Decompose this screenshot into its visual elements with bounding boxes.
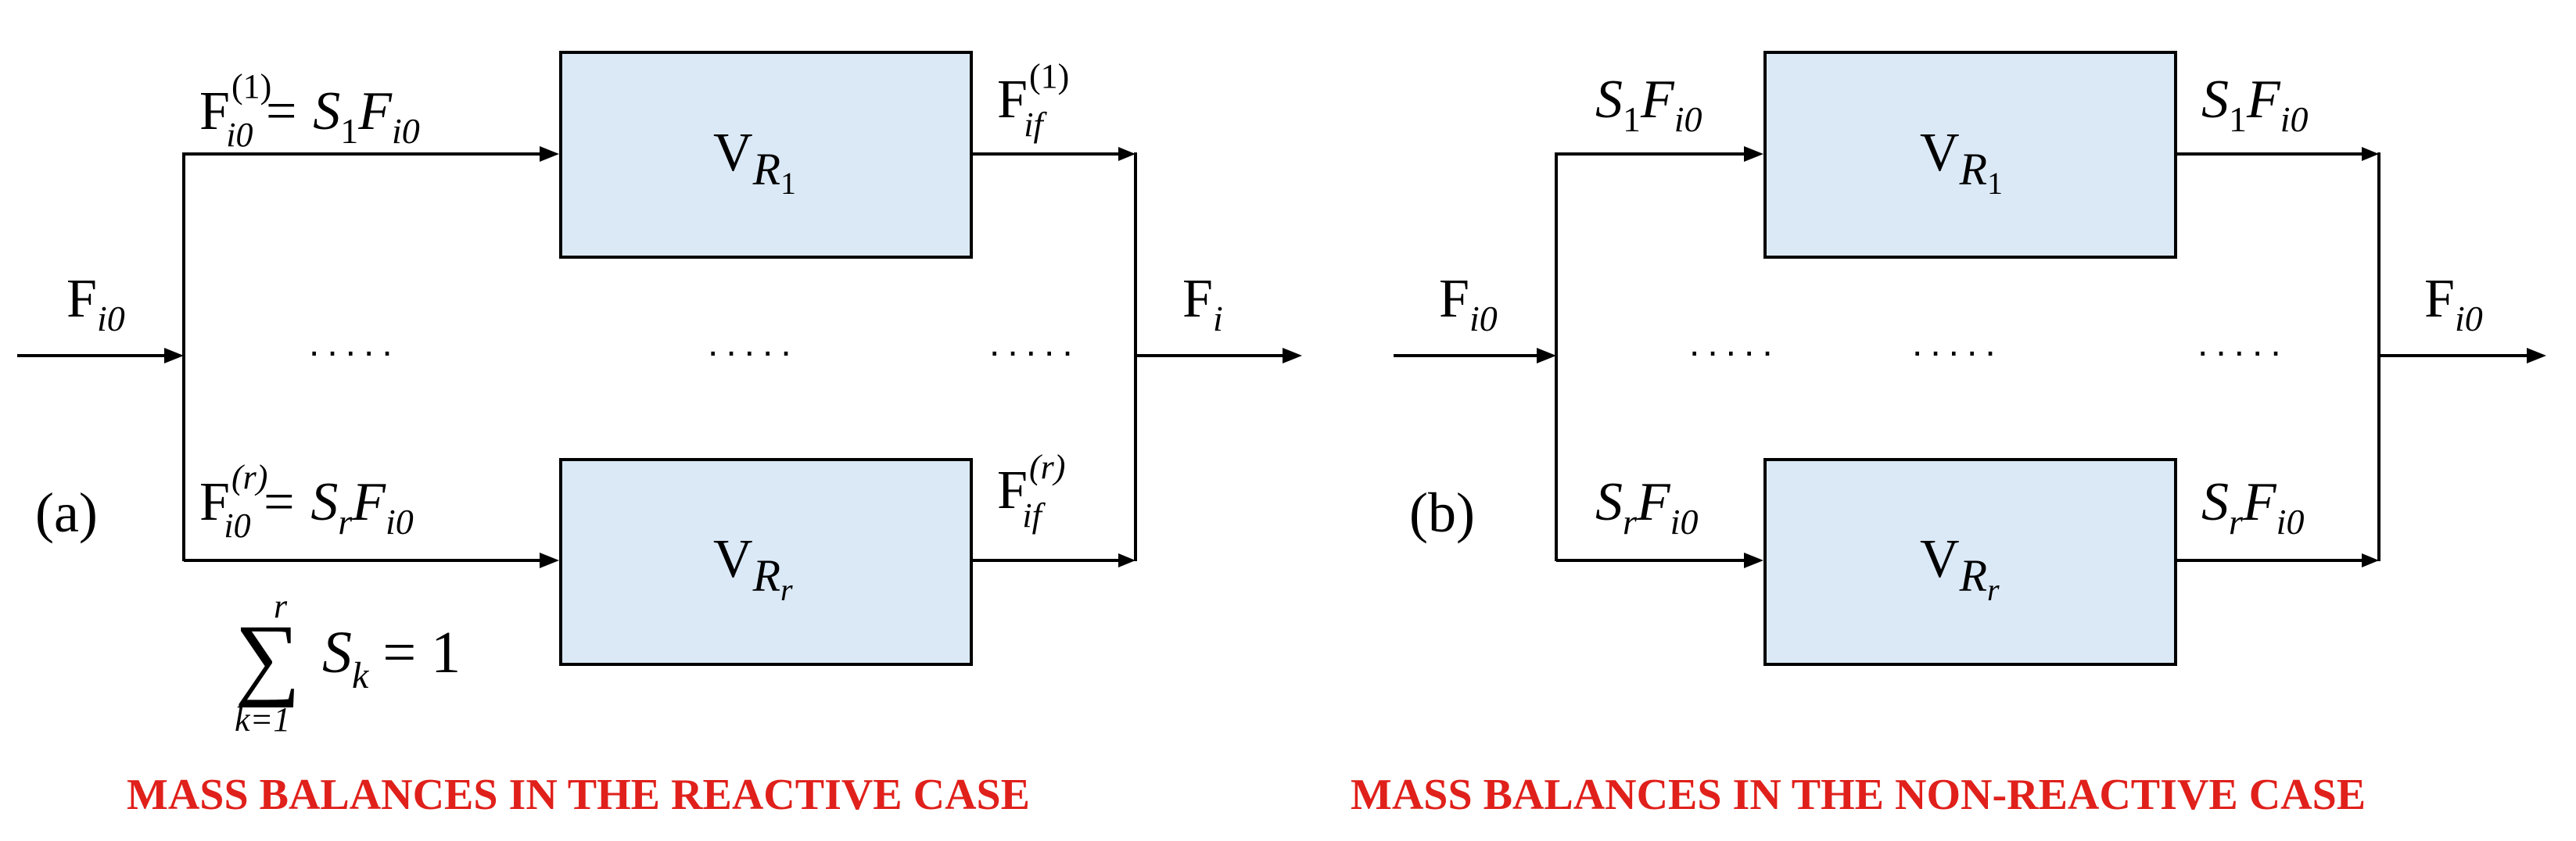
caption-b: MASS BALANCES IN THE NON-REACTIVE CASE — [1351, 771, 2366, 819]
dots-mid-a: ..... — [708, 323, 799, 364]
bot-feed-arrowhead-b — [1744, 553, 1763, 568]
sum-symbol: ∑ — [235, 606, 300, 708]
bot-feed-label-b: SrFi0 — [1595, 472, 1698, 542]
reactor-bot-label-a: VRr — [713, 529, 793, 607]
bot-out-label-a: F(r)if — [997, 448, 1065, 535]
input-label-b: Fi0 — [1439, 269, 1498, 338]
top-feed-arrowhead-b — [1744, 146, 1763, 162]
dots-right-b: ..... — [2197, 323, 2289, 364]
bot-feed-label-a: F(r)i0= SrFi0 — [199, 458, 414, 545]
bot-out-arrowhead-a — [1118, 553, 1136, 567]
sum-lower: k=1 — [235, 700, 290, 739]
top-out-label-a: F(1)if — [997, 57, 1069, 144]
sum-constraint: r ∑ k=1 Sk= 1 — [235, 587, 461, 739]
reactor-bottom-b — [1763, 458, 2177, 666]
top-feed-label-a: F(1)i0= S1Fi0 — [199, 67, 420, 154]
top-out-arrowhead-b — [2362, 147, 2379, 161]
top-out-arrowhead-a — [1118, 147, 1136, 161]
sum-upper: r — [274, 587, 288, 625]
caption-a: MASS BALANCES IN THE REACTIVE CASE — [127, 771, 1030, 819]
bot-out-arrowhead-b — [2362, 553, 2379, 567]
dots-right-a: ..... — [989, 323, 1081, 364]
output-label-a: Fi — [1182, 269, 1223, 338]
top-out-label-b: S1Fi0 — [2201, 70, 2309, 139]
output-label-b: Fi0 — [2424, 269, 2483, 338]
dots-mid-b: ..... — [1912, 323, 2004, 364]
bot-out-label-b: SrFi0 — [2201, 472, 2304, 542]
sum-term: Sk= 1 — [322, 620, 461, 696]
output-arrowhead-a — [1283, 348, 1302, 363]
output-arrowhead-b — [2527, 348, 2546, 363]
reactor-top-label-a: VR1 — [713, 123, 796, 201]
reactor-top-a — [559, 51, 973, 259]
panel-label-b: (b) — [1409, 481, 1475, 544]
dots-left-b: ..... — [1689, 323, 1781, 364]
input-arrowhead-b — [1537, 348, 1556, 363]
top-feed-label-b: S1Fi0 — [1595, 70, 1702, 139]
panel-b: ..... ..... ..... Fi0 S1Fi0 S1Fi0 SrFi0 … — [1351, 51, 2546, 819]
top-feed-arrowhead-a — [540, 146, 559, 162]
bot-feed-arrowhead-a — [540, 553, 559, 568]
reactor-top-b — [1763, 51, 2177, 259]
panel-label-a: (a) — [35, 481, 98, 544]
reactor-top-label-b: VR1 — [1920, 123, 2003, 201]
input-label-a: Fi0 — [66, 269, 125, 338]
reactor-bot-label-b: VRr — [1920, 529, 2000, 607]
reactor-bottom-a — [559, 458, 973, 666]
panel-a: ..... ..... ..... Fi0 F(1)i0= S1Fi0 F(1)… — [17, 51, 1302, 819]
dots-left-a: ..... — [309, 323, 400, 364]
input-arrowhead-a — [164, 348, 184, 363]
